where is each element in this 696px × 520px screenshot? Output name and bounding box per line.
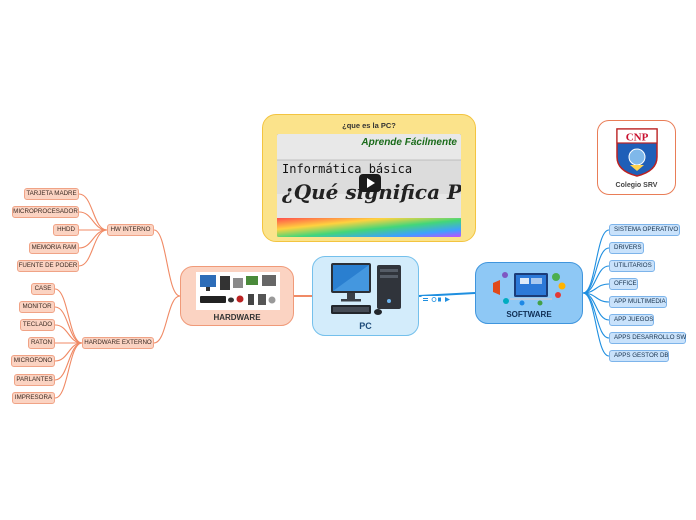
school-crest-icon: CNP [616,128,658,177]
hw-leaf-memoria-ram[interactable]: MEMORIA RAM [29,242,79,254]
video-subtitle: Informática básica [282,162,413,176]
connector-line [54,306,83,344]
connector-line [78,193,108,231]
connector-line [78,229,108,249]
hardware-topic-title: HARDWARE [213,313,261,322]
video-topic[interactable]: ¿que es la PC? Aprende Fácilmente Inform… [262,114,476,242]
crest-text: CNP [626,132,649,144]
connector-line [54,342,83,381]
hardware-components-icon [196,272,280,310]
sw-leaf-apps-gestor-db[interactable]: APPS GESTOR DB [609,350,669,362]
hw-leaf-monitor[interactable]: MONITOR [19,301,55,313]
hw-leaf-microfono[interactable]: MICROFONO [11,355,55,367]
central-topic-title: PC [359,321,372,331]
video-topic-title: ¿que es la PC? [342,121,396,130]
sw-leaf-office[interactable]: OFFICE [609,278,638,290]
hw-leaf-impresora[interactable]: IMPRESORA [12,392,55,404]
hw-leaf-hhdd[interactable]: HHDD [53,224,79,236]
sw-leaf-utilitarios[interactable]: UTILITARIOS [609,260,655,272]
school-logo-topic[interactable]: CNP Colegio SRV [597,120,676,195]
software-apps-icon [493,272,566,306]
connector-line [582,292,610,357]
connector-line [78,229,108,267]
hw-leaf-tarjeta-madre[interactable]: TARJETA MADRE [24,188,79,200]
connector-line [582,229,610,294]
hw-leaf-raton[interactable]: RATON [28,337,55,349]
software-topic-title: SOFTWARE [506,310,552,319]
school-name: Colegio SRV [615,182,658,189]
hw-leaf-parlantes[interactable]: PARLANTES [14,374,55,386]
connector-line [153,229,181,297]
connector-line [54,342,83,399]
connector-line [78,211,108,231]
hw-leaf-teclado[interactable]: TECLADO [20,319,55,331]
hardware-topic[interactable]: HARDWARE [180,266,294,326]
connector-line [54,288,83,344]
desktop-computer-icon [331,263,401,315]
play-button-icon[interactable] [359,174,381,192]
video-thumbnail[interactable]: Aprende Fácilmente Informática básica ¿Q… [277,134,461,237]
hw-interno-branch[interactable]: HW INTERNO [107,224,154,236]
hw-leaf-case[interactable]: CASE [31,283,55,295]
sw-leaf-sistema-operativo[interactable]: SISTEMA OPERATIVO [609,224,680,236]
hw-leaf-microprocesador[interactable]: MICROPROCESADOR [12,206,79,218]
sw-leaf-app-juegos[interactable]: APP JUEGOS [609,314,654,326]
video-channel-name: Aprende Fácilmente [361,137,457,148]
connector-line [582,247,610,294]
connector-line [54,324,83,344]
sw-leaf-drivers[interactable]: DRIVERS [609,242,644,254]
connector-line [582,292,610,339]
sw-leaf-apps-desarrollo-sw[interactable]: APPS DESARROLLO SW [609,332,686,344]
hardware-externo-branch[interactable]: HARDWARE EXTERNO [82,337,154,349]
connector-line [153,295,181,344]
connector-notes-badge[interactable] [421,291,453,303]
sw-leaf-app-multimedia[interactable]: APP MULTIMEDIA [609,296,667,308]
central-topic-pc[interactable]: PC [312,256,419,336]
software-topic[interactable]: SOFTWARE [475,262,583,324]
hw-leaf-fuente-de-poder[interactable]: FUENTE DE PODER [17,260,79,272]
